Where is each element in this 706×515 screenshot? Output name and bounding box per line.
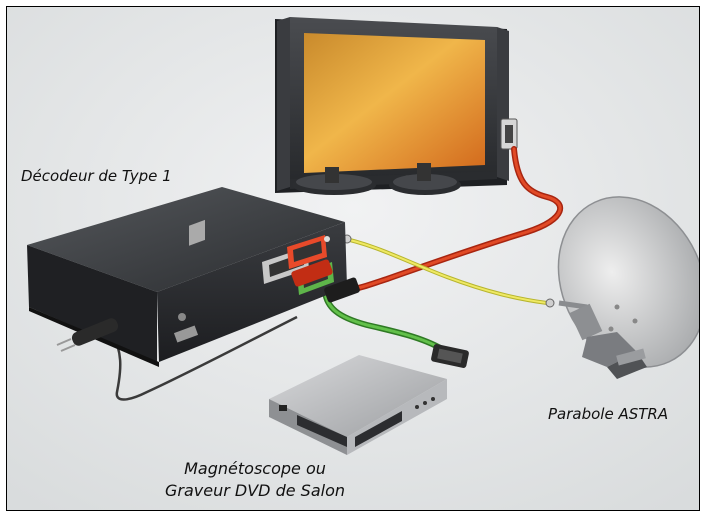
satellite-dish <box>557 196 699 379</box>
power-plug-icon <box>56 318 119 352</box>
vcr-dvd-recorder <box>269 355 447 455</box>
diagram-frame: Décodeur de Type 1 Parabole ASTRA Magnét… <box>6 6 700 511</box>
power-cable <box>110 315 298 401</box>
decoder-label: Décodeur de Type 1 <box>21 167 172 185</box>
recorder-label-line1: Magnétoscope ou <box>184 459 326 478</box>
recorder-label: Magnétoscope ou Graveur DVD de Salon <box>165 458 345 502</box>
television <box>275 17 518 195</box>
tv-screen <box>304 33 485 173</box>
connection-diagram <box>7 7 699 510</box>
scart-plug-icon <box>431 344 469 368</box>
dish-label: Parabole ASTRA <box>548 405 669 423</box>
recorder-label-line2: Graveur DVD de Salon <box>165 481 345 500</box>
scart-plug-icon <box>500 118 518 150</box>
